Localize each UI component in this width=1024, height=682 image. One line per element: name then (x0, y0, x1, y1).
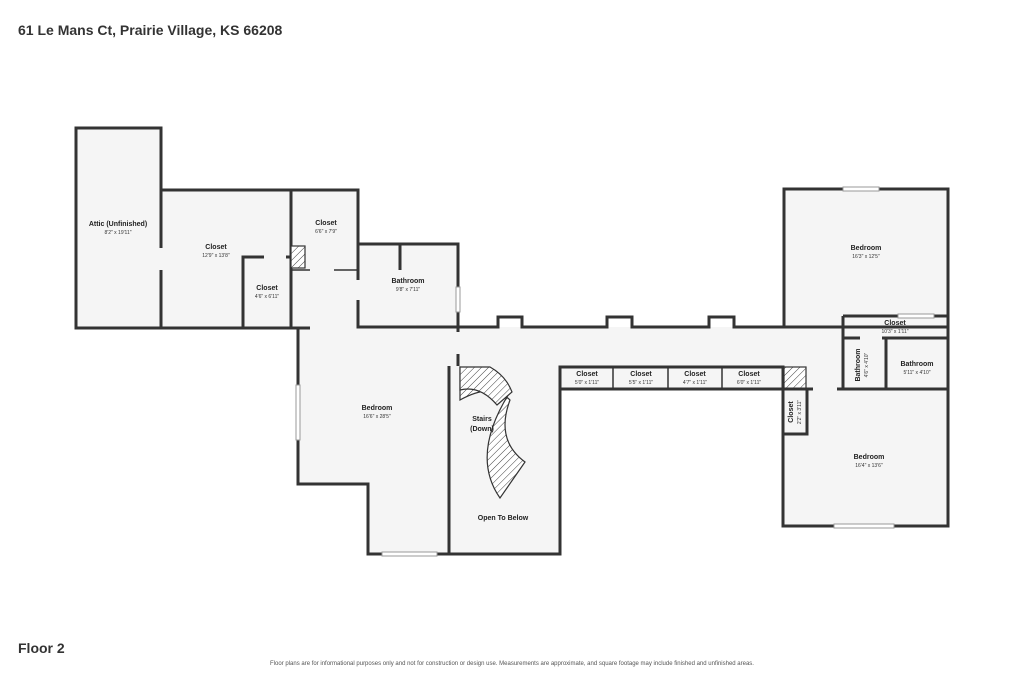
stairs-sub: (Down) (470, 426, 494, 433)
closet-b-name: Closet (315, 220, 337, 227)
bed-left-dims: 16'6" x 28'5" (363, 414, 391, 420)
closet-a-name: Closet (205, 244, 227, 251)
closet-a-dims: 12'9" x 13'8" (202, 253, 230, 259)
closet-h2-dims: 5'5" x 1'11" (629, 380, 653, 386)
bed-bottom-right-dims: 16'4" x 13'6" (855, 463, 883, 469)
bath-small-name: Bathroom (855, 348, 862, 381)
closet-h4-dims: 6'0" x 1'11" (737, 380, 761, 386)
closet-h3-name: Closet (684, 371, 706, 378)
doors (157, 248, 882, 393)
disclaimer-text: Floor plans are for informational purpos… (270, 661, 754, 667)
bath-left-name: Bathroom (391, 278, 424, 285)
closet-right-name: Closet (884, 320, 906, 327)
closet-h4-name: Closet (738, 371, 760, 378)
windows (295, 186, 935, 557)
bed-top-right-dims: 16'3" x 12'5" (852, 254, 880, 260)
bath-left-dims: 9'8" x 7'11" (396, 287, 420, 293)
closet-v-dims: 2'2" x 3'11" (797, 400, 803, 424)
bed-left-name: Bedroom (362, 405, 393, 412)
closet-v-name: Closet (788, 401, 795, 423)
bath-right-name: Bathroom (900, 361, 933, 368)
floor-label: Floor 2 (18, 640, 65, 656)
bath-small-dims: 4'6" x 4'10" (864, 352, 870, 377)
attic-dims: 8'2" x 19'11" (104, 230, 131, 236)
closet-h2-name: Closet (630, 371, 652, 378)
closet-b-dims: 6'6" x 7'9" (315, 229, 337, 235)
attic-name: Attic (Unfinished) (89, 221, 147, 228)
bed-bottom-right-name: Bedroom (854, 454, 885, 461)
closet-right-dims: 10'3" x 1'11" (881, 329, 908, 335)
bath-right-dims: 5'11" x 4'10" (903, 370, 930, 376)
closet-c-dims: 4'6" x 6'11" (255, 294, 279, 300)
room-fills (76, 128, 948, 554)
stairs-top-hatch (459, 366, 513, 406)
bed-top-right-name: Bedroom (851, 245, 882, 252)
room-labels: Attic (Unfinished) 8'2" x 19'11" Closet … (89, 220, 934, 522)
closet-h1-name: Closet (576, 371, 598, 378)
property-address: 61 Le Mans Ct, Prairie Village, KS 66208 (18, 22, 283, 38)
closet-c-name: Closet (256, 285, 278, 292)
closet-h1-dims: 5'0" x 1'11" (575, 380, 599, 386)
closet-h3-dims: 4'7" x 1'11" (683, 380, 707, 386)
stairs-name: Stairs (472, 416, 492, 423)
open-below-name: Open To Below (478, 515, 529, 522)
